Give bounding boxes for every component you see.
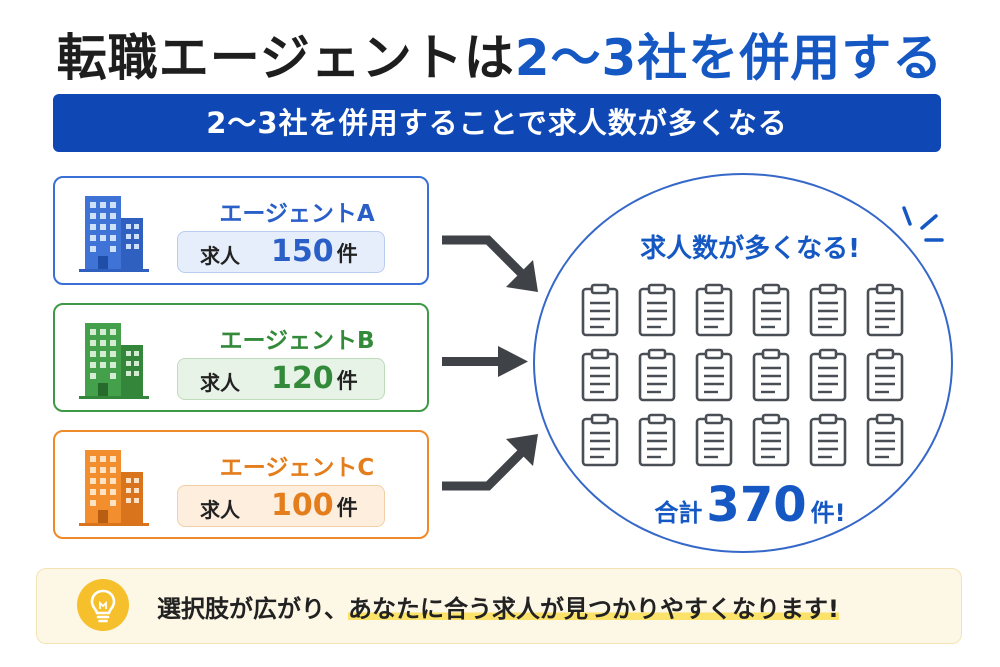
- clipboard-icon: [580, 283, 620, 338]
- clipboard-icon: [751, 348, 791, 403]
- page-title: 転職エージェントは2〜3社を併用する: [0, 18, 1000, 90]
- tip-text: 選択肢が広がり、: [157, 595, 349, 623]
- clipboard-icon: [580, 348, 620, 403]
- tip-box: 選択肢が広がり、あなたに合う求人が見つかりやすくなります!: [36, 568, 962, 644]
- agent-name: エージェントA: [219, 201, 375, 227]
- arrow-b-icon: [442, 346, 528, 377]
- clipboard-icon: [865, 283, 905, 338]
- agent-name: エージェントC: [219, 455, 375, 481]
- building-icon: [75, 192, 155, 278]
- tip-text-underlined: あなたに合う求人が見つかりやすくなります!: [348, 595, 839, 623]
- job-label: 求人: [200, 498, 240, 522]
- clipboard-icon: [808, 283, 848, 338]
- job-label: 求人: [200, 244, 240, 268]
- clipboard-icon: [694, 283, 734, 338]
- building-icon: [75, 446, 155, 532]
- clipboard-icon: [694, 348, 734, 403]
- agent-name: エージェントB: [219, 328, 375, 354]
- subtitle-banner: 2〜3社を併用することで求人数が多くなる: [53, 94, 941, 152]
- clipboard-icon: [808, 413, 848, 468]
- arrow-a-icon: [442, 235, 538, 292]
- job-count-value: 100: [271, 488, 334, 523]
- clipboard-icon: [865, 413, 905, 468]
- job-count-unit: 件: [336, 242, 358, 266]
- total-value: 370: [706, 477, 807, 533]
- total-unit: 件!: [810, 499, 846, 527]
- job-count-unit: 件: [336, 369, 358, 393]
- clipboard-icon: [808, 348, 848, 403]
- job-count-unit: 件: [336, 496, 358, 520]
- job-count-value: 150: [271, 234, 334, 269]
- clipboard-icon: [637, 283, 677, 338]
- job-label: 求人: [200, 371, 240, 395]
- tip-message: 選択肢が広がり、あなたに合う求人が見つかりやすくなります!: [157, 589, 839, 624]
- clipboard-icon: [865, 348, 905, 403]
- total-label: 合計: [654, 499, 703, 527]
- sparkle-icon: [902, 206, 944, 242]
- title-prefix: 転職エージェントは: [56, 29, 515, 87]
- building-icon: [75, 319, 155, 405]
- arrow-c-icon: [442, 434, 538, 491]
- clipboard-icon: [580, 413, 620, 468]
- lightbulb-icon: [77, 579, 129, 631]
- clipboard-icon: [637, 413, 677, 468]
- result-title: 求人数が多くなる!: [640, 234, 860, 264]
- clipboard-icon: [637, 348, 677, 403]
- job-count-value: 120: [271, 361, 334, 396]
- clipboard-icon: [751, 283, 791, 338]
- title-highlight: 2〜3社を併用する: [514, 29, 944, 87]
- clipboard-icon: [694, 413, 734, 468]
- clipboard-icon: [751, 413, 791, 468]
